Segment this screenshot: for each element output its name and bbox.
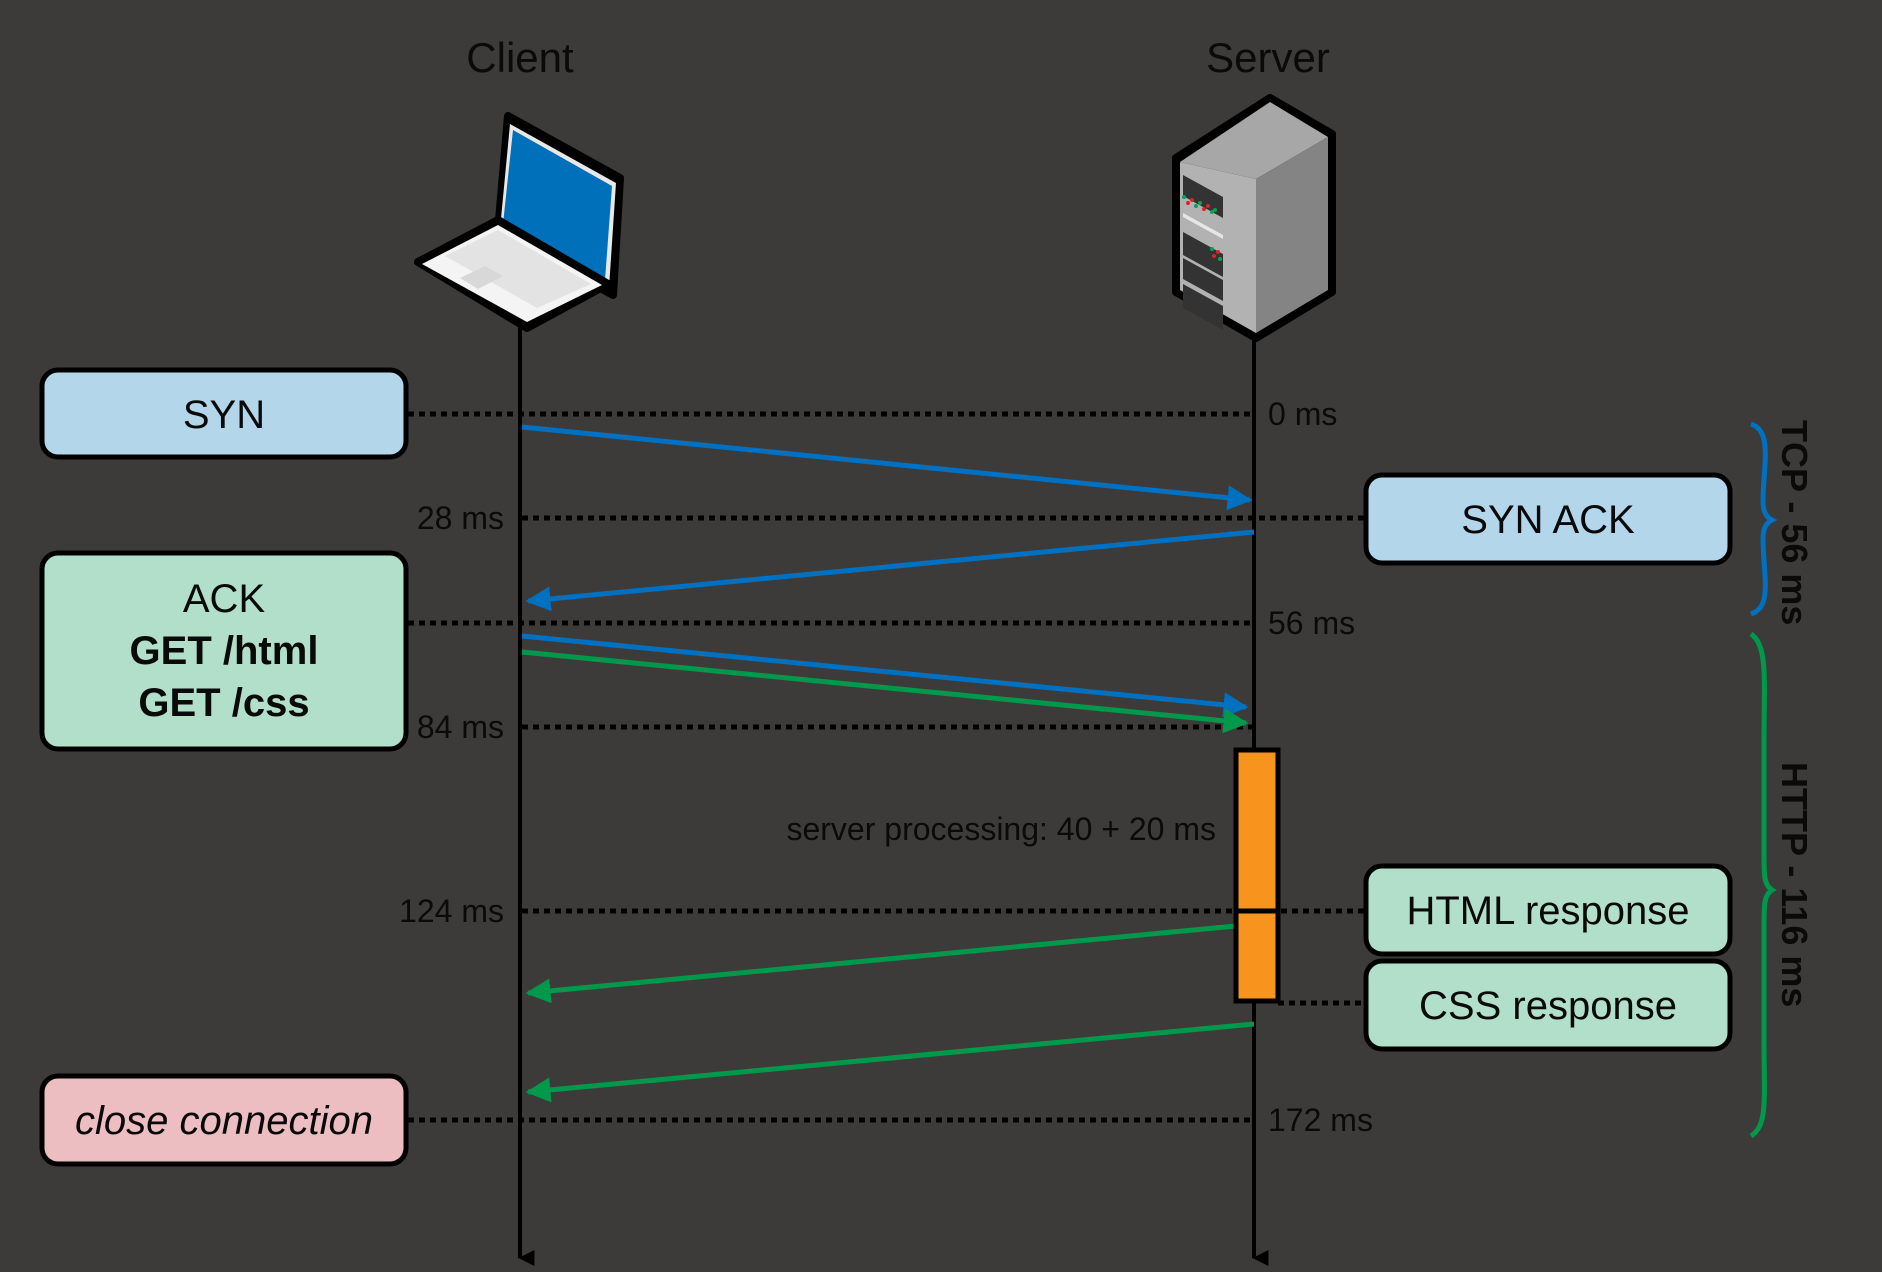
box-close-label: close connection xyxy=(75,1099,373,1143)
time-label-56ms: 56 ms xyxy=(1268,605,1355,641)
box-ack-line-get-html: GET /html xyxy=(130,629,319,673)
box-ack-line-get-css: GET /css xyxy=(138,681,309,725)
arrow-css-response xyxy=(525,1021,1255,1103)
server-processing-label: server processing: 40 + 20 ms xyxy=(786,811,1216,847)
time-label-172ms: 172 ms xyxy=(1268,1102,1373,1138)
time-label-28ms: 28 ms xyxy=(417,500,504,536)
time-label-84ms: 84 ms xyxy=(417,709,504,745)
server-rack-icon xyxy=(1172,94,1336,345)
box-syn-ack: SYN ACK xyxy=(1363,472,1733,566)
arrow-syn-ack xyxy=(525,529,1255,612)
arrow-html-response xyxy=(525,923,1237,1004)
arrow-syn xyxy=(521,424,1253,511)
http-phase-label: HTTP - 116 ms xyxy=(1774,762,1815,1007)
box-css-response: CSS response xyxy=(1363,958,1733,1052)
box-syn: SYN xyxy=(39,367,409,460)
arrow-ack xyxy=(521,633,1249,718)
server-status-lights xyxy=(1182,195,1222,261)
time-label-0ms: 0 ms xyxy=(1268,396,1337,432)
box-syn-label: SYN xyxy=(183,393,265,437)
box-html-response-label: HTML response xyxy=(1406,889,1689,933)
message-arrows xyxy=(521,424,1255,1103)
box-close-connection: close connection xyxy=(39,1073,409,1167)
http-phase-brace xyxy=(1749,631,1777,1139)
client-label: Client xyxy=(466,34,574,81)
tcp-phase-label: TCP - 56 ms xyxy=(1774,420,1815,625)
arrow-get xyxy=(521,649,1249,734)
server-processing-bar xyxy=(1233,747,1281,1004)
box-syn-ack-label: SYN ACK xyxy=(1461,498,1635,542)
laptop-icon xyxy=(414,112,624,335)
time-gridlines xyxy=(408,411,1364,1123)
box-html-response: HTML response xyxy=(1363,863,1733,957)
tcp-phase-brace xyxy=(1749,421,1778,617)
time-label-124ms: 124 ms xyxy=(399,893,504,929)
box-ack-line-ack: ACK xyxy=(183,577,266,621)
box-css-response-label: CSS response xyxy=(1419,984,1677,1028)
box-ack: ACK GET /html GET /css xyxy=(39,550,409,752)
server-label: Server xyxy=(1206,34,1330,81)
